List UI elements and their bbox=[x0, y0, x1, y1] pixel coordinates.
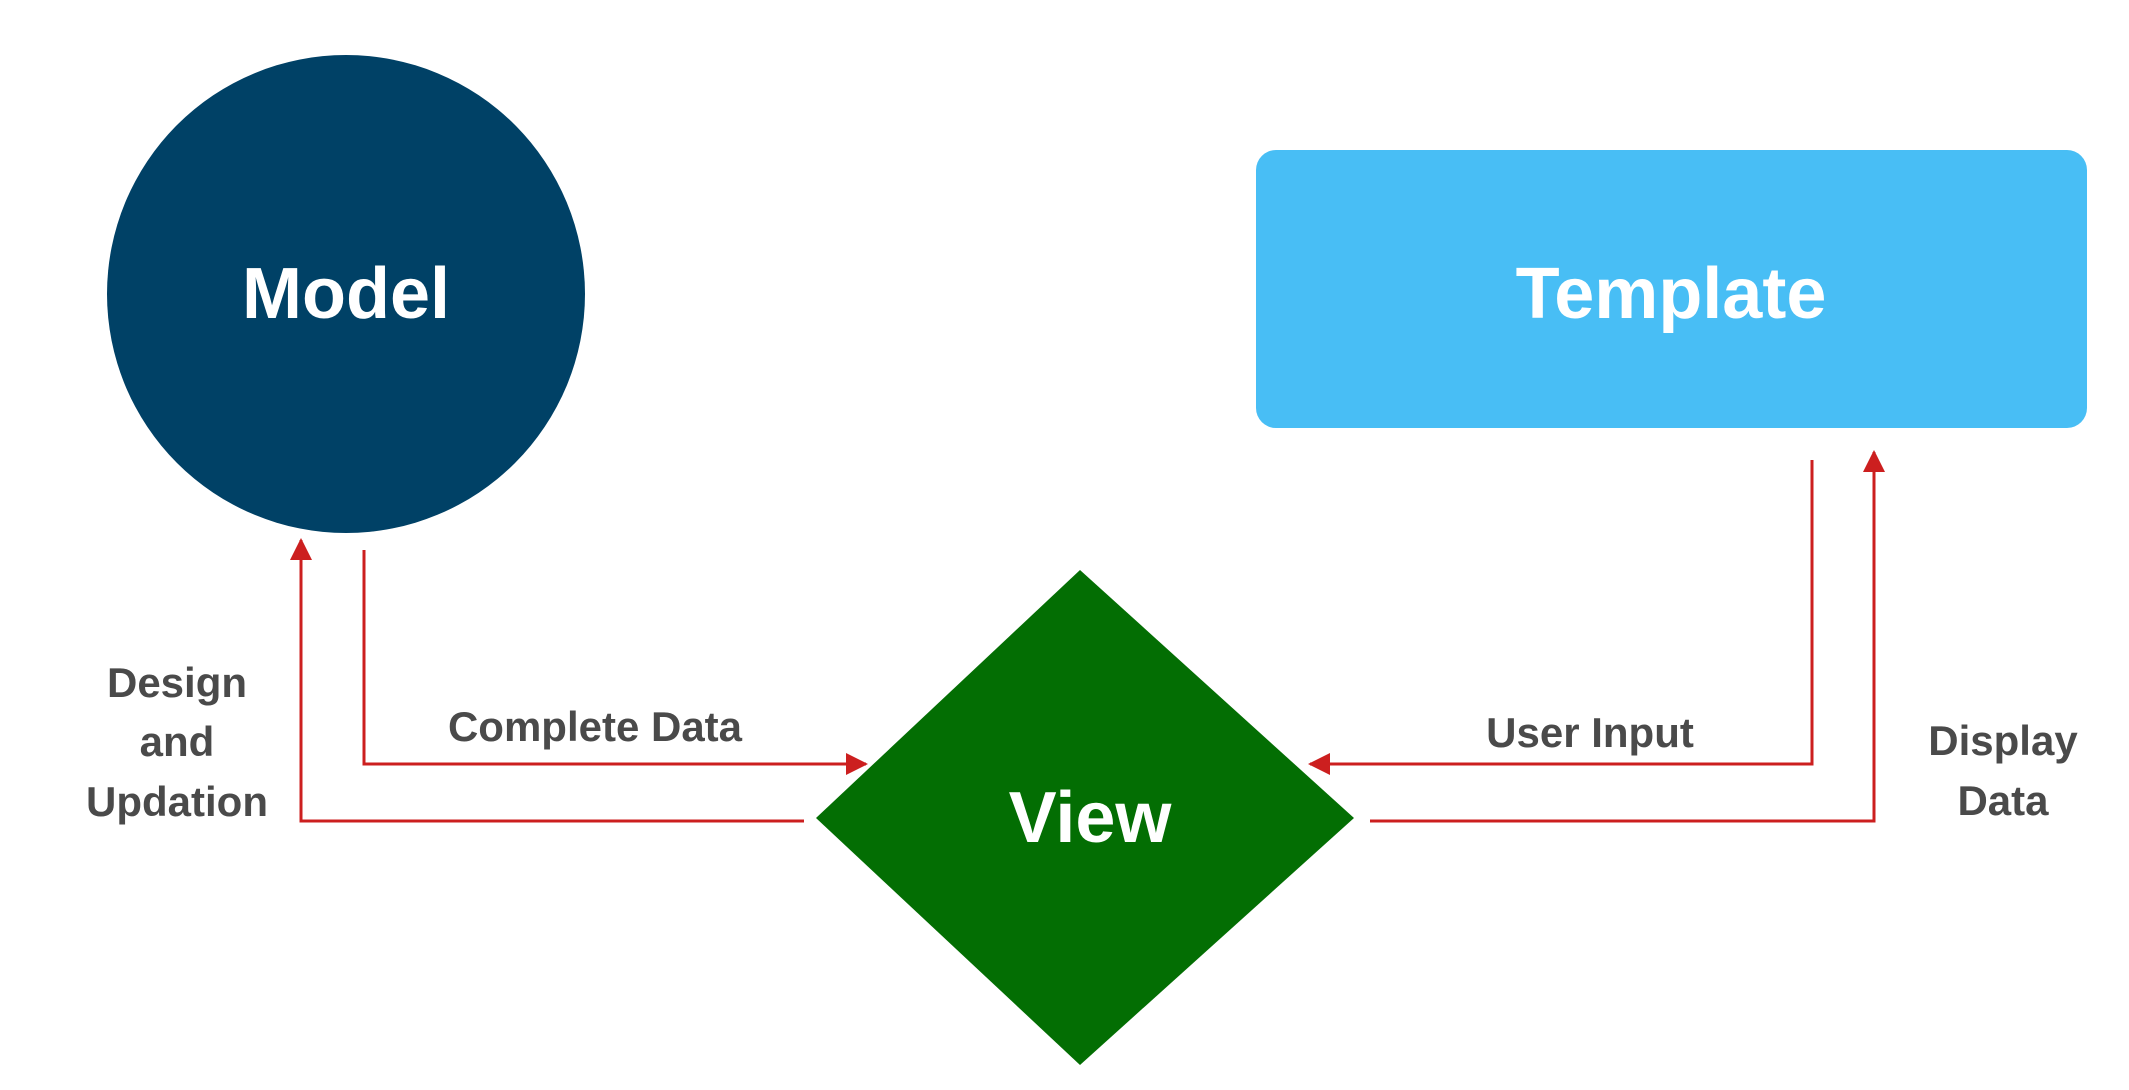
edge-view-to-template bbox=[1370, 450, 1885, 823]
edge-view-to-model bbox=[290, 538, 804, 823]
template-label: Template bbox=[1516, 254, 1827, 334]
display-data-line-1: Display bbox=[1928, 717, 2078, 764]
template-node bbox=[1256, 150, 2087, 428]
edge-template-to-view bbox=[1308, 460, 1814, 775]
design-updation-line-1: Design bbox=[107, 659, 247, 706]
model-label: Model bbox=[242, 254, 450, 334]
view-label: View bbox=[1009, 778, 1173, 858]
user-input-label: User Input bbox=[1486, 709, 1694, 756]
design-updation-line-3: Updation bbox=[86, 778, 268, 825]
edge-model-to-view bbox=[362, 550, 868, 775]
view-node bbox=[816, 570, 1354, 1065]
design-updation-line-2: and bbox=[140, 718, 215, 765]
complete-data-label: Complete Data bbox=[448, 703, 743, 750]
model-node bbox=[107, 55, 585, 533]
display-data-line-2: Data bbox=[1957, 777, 2049, 824]
